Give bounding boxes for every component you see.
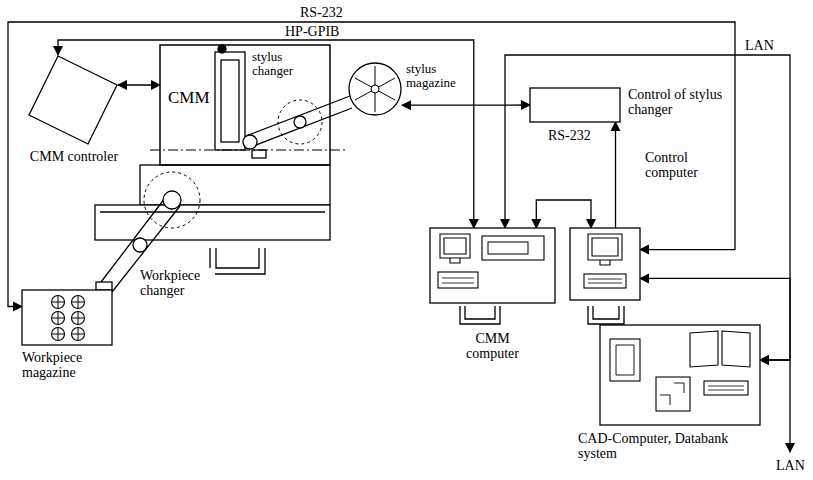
node-text: CAD-Computer, Databank system [578, 431, 738, 462]
connector [118, 84, 160, 85]
controller-box: CMM controler [28, 55, 118, 145]
part-label: Workpiece changer [140, 268, 215, 299]
connector [536, 200, 591, 228]
node-outline [348, 62, 402, 116]
stylus-magazine: stylus magazine [348, 62, 402, 116]
stylus-changer-control: Control of stylus changer [530, 88, 620, 122]
node-outline [570, 228, 640, 300]
part-label: stylus changer [252, 50, 322, 79]
node-outline [600, 325, 760, 425]
node-text: stylus magazine [406, 62, 470, 91]
node-text: CMM [168, 89, 210, 108]
signal-label: RS-232 [300, 5, 343, 20]
workpiece-magazine: Workpiece magazine [22, 290, 112, 345]
node-outline [530, 88, 620, 122]
node-text: Workpiece magazine [22, 350, 132, 381]
connector [615, 122, 616, 228]
node-text: CMM computer [455, 331, 530, 362]
node-text: CMM controler [24, 149, 124, 164]
connector [8, 22, 735, 307]
network-label: LAN [776, 458, 805, 473]
cmm-computer: CMM computer [430, 228, 555, 303]
connector [58, 40, 474, 228]
signal-label: LAN [745, 38, 774, 53]
connector [402, 104, 530, 105]
cad-computer: CAD-Computer, Databank system [600, 325, 760, 425]
control-computer: Control computer [570, 228, 640, 300]
node-outline [28, 55, 118, 145]
signal-label: HP-GPIB [285, 24, 339, 39]
node-text: Control computer [645, 150, 725, 181]
node-outline [22, 290, 112, 345]
node-text: Control of stylus changer [628, 87, 728, 118]
node-outline [430, 228, 555, 303]
connector [505, 55, 790, 360]
signal-label: RS-232 [548, 128, 591, 143]
